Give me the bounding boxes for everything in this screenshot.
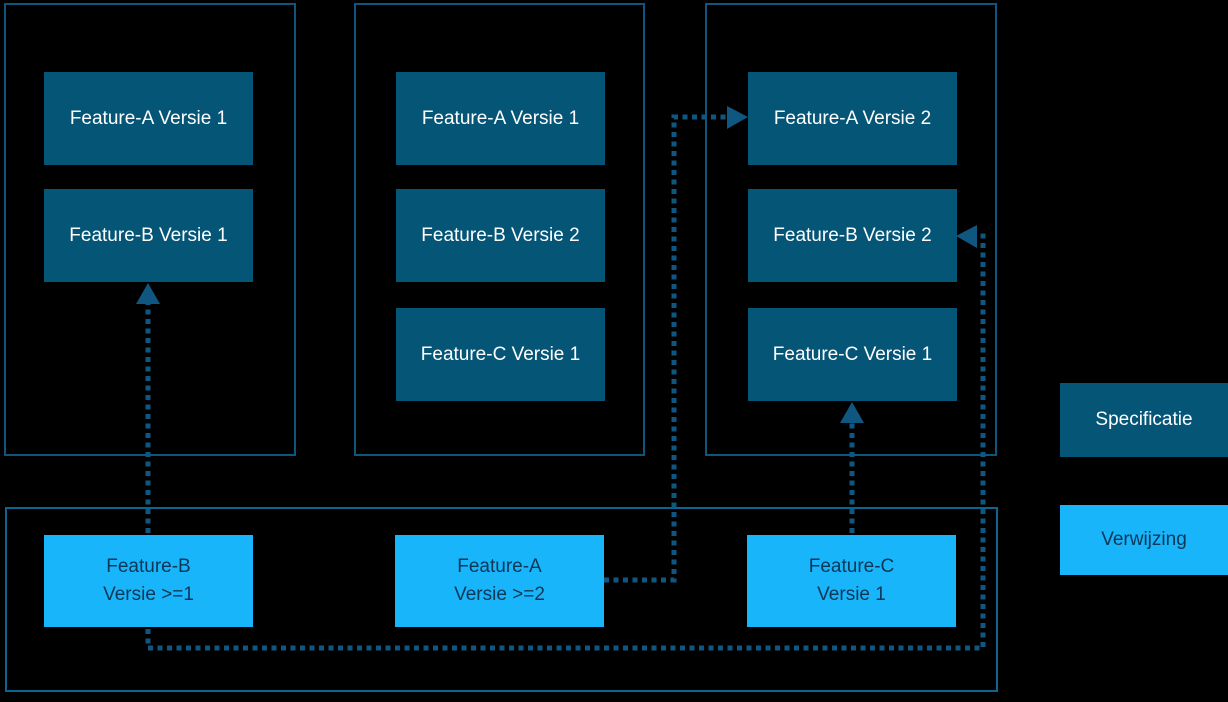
node-middle-feature-c: Feature-C Versie 1: [396, 308, 605, 401]
ref-feature-b-line2: Versie >=1: [103, 584, 194, 605]
node-left-feature-a: Feature-A Versie 1: [44, 72, 253, 165]
node-middle-feature-b: Feature-B Versie 2: [396, 189, 605, 282]
ref-feature-b-line1: Feature-B: [106, 556, 191, 578]
node-ref-feature-a: Feature-A Versie >=2: [395, 535, 604, 627]
ref-feature-a-line1: Feature-A: [457, 556, 542, 578]
node-middle-feature-a: Feature-A Versie 1: [396, 72, 605, 165]
legend-specification: Specificatie: [1060, 383, 1228, 457]
node-right-feature-a: Feature-A Versie 2: [748, 72, 957, 165]
node-right-feature-b: Feature-B Versie 2: [748, 189, 957, 282]
node-ref-feature-c: Feature-C Versie 1: [747, 535, 956, 627]
ref-feature-c-line2: Versie 1: [817, 584, 886, 605]
ref-feature-a-line2: Versie >=2: [454, 584, 545, 605]
node-right-feature-c: Feature-C Versie 1: [748, 308, 957, 401]
legend-reference: Verwijzing: [1060, 505, 1228, 575]
ref-feature-c-line1: Feature-C: [808, 556, 895, 578]
node-left-feature-b: Feature-B Versie 1: [44, 189, 253, 282]
node-ref-feature-b: Feature-B Versie >=1: [44, 535, 253, 627]
